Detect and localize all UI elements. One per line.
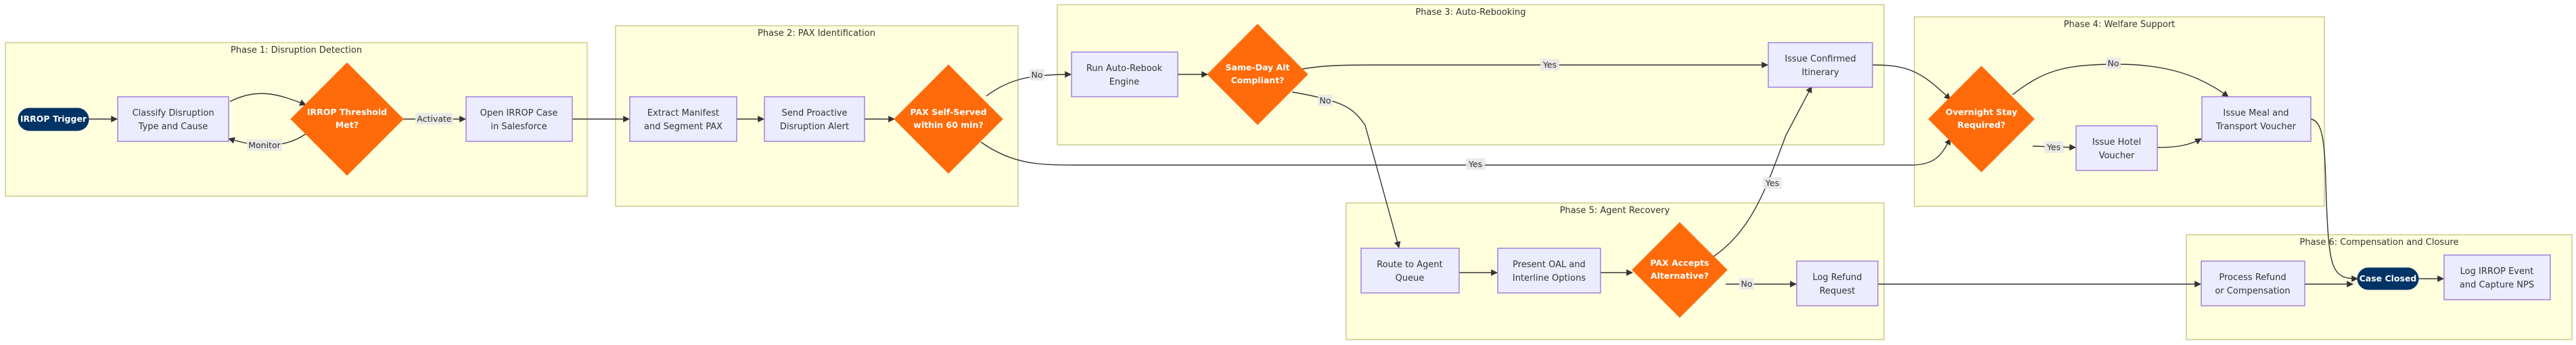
node-label-line-2: Type and Cause [138,122,208,132]
edge-label-text: Yes [2046,142,2061,152]
edge-label-text: Yes [1542,60,1557,70]
log-irrop-event-node: Log IRROP Event and Capture NPS [2443,254,2551,300]
node-label-line-1: Send Proactive [781,108,847,118]
edge-sameday-agentq [1291,91,1401,248]
edge-label-text: No [1320,95,1331,106]
edge-meal-closed [2310,118,2358,282]
node-label-line-1: Issue Meal and [2223,108,2288,118]
edge-sameday-itinerary [1302,62,1768,70]
extract-manifest-node: Extract Manifest and Segment PAX [629,96,737,142]
edge-selfserve-overnight [980,138,1951,166]
node-label-line-1: IRROP Threshold [307,107,387,117]
edge-label-no: No [1030,69,1044,80]
edge-label-text: No [2108,58,2119,68]
case-closed-node: Case Closed [2357,267,2419,290]
edge-label-yes: Yes [1466,158,1485,170]
edge-selfserve-autorebook [986,71,1072,97]
cluster-title: Phase 2: PAX Identification [758,28,875,39]
edge-label-yes: Yes [1763,177,1782,189]
edge-hotel-meal [2157,138,2202,148]
edge-classify-threshold [229,93,306,106]
edge-label-text: Monitor [248,140,281,150]
edge-label-no: No [1318,95,1333,106]
same-day-alt-decision: Same-Day Alt Compliant? [1207,24,1308,125]
node-label-line-2: Required? [1957,120,2005,130]
edge-label-no: No [1739,278,1754,290]
node-label-line-1: Process Refund [2219,273,2286,283]
node-label-line-2: and Capture NPS [2460,280,2534,290]
send-proactive-alert-node: Send Proactive Disruption Alert [764,96,865,142]
cluster-title: Phase 1: Disruption Detection [231,45,362,55]
edge-label-text: Yes [1468,159,1482,169]
edge-label-activate: Activate [415,113,453,124]
nodes-layer: IRROP Trigger Case Closed Classify Disru… [18,24,2551,318]
node-label-line-1: Log IRROP Event [2460,267,2534,277]
node-label-line-2: within 60 min? [913,120,983,130]
log-refund-request-node: Log Refund Request [1796,260,1879,306]
edge-label-text: Yes [1765,178,1779,188]
node-label-line-2: Transport Voucher [2215,122,2297,132]
node-label-line-1: Open IRROP Case [480,108,558,118]
present-oal-options-node: Present OAL and Interline Options [1497,248,1601,294]
cluster-title: Phase 6: Compensation and Closure [2300,237,2459,248]
node-label-line-1: Present OAL and [1513,260,1586,270]
node-label: IRROP Trigger [20,114,87,124]
node-label-line-2: Itinerary [1801,68,1839,78]
node-label-line-2: Interline Options [1513,273,1586,283]
edge-label-yes: Yes [1540,59,1559,70]
node-label-line-1: PAX Self-Served [910,107,986,117]
node-label-line-1: Classify Disruption [132,108,214,118]
node-label-line-1: Log Refund [1812,273,1862,283]
irrop-trigger-node: IRROP Trigger [18,108,89,131]
node-label-line-1: Issue Hotel [2092,137,2141,147]
node-label-line-2: Engine [1109,77,1140,87]
node-label-line-2: Met? [336,120,359,130]
node-label-line-2: Compliant? [1231,75,1285,85]
node-label-line-1: Extract Manifest [647,108,719,118]
node-label: Case Closed [2360,273,2417,283]
node-label-line-2: or Compensation [2215,286,2290,296]
node-label-line-2: in Salesforce [490,122,547,132]
open-irrop-case-node: Open IRROP Case in Salesforce [465,96,573,142]
run-auto-rebook-node: Run Auto-Rebook Engine [1071,51,1178,97]
node-label-line-1: Same-Day Alt [1226,62,1290,72]
node-label-line-1: PAX Accepts [1650,258,1709,268]
process-refund-node: Process Refund or Compensation [2201,260,2305,306]
irrop-threshold-decision: IRROP Threshold Met? [290,62,404,176]
node-label-line-1: Overnight Stay [1946,107,2017,117]
pax-self-served-decision: PAX Self-Served within 60 min? [894,64,1003,174]
node-label-line-2: Queue [1396,273,1425,283]
classify-disruption-node: Classify Disruption Type and Cause [117,96,229,142]
issue-meal-transport-node: Issue Meal and Transport Voucher [2201,96,2312,142]
node-label-line-1: Run Auto-Rebook [1086,64,1163,74]
issue-hotel-voucher-node: Issue Hotel Voucher [2075,125,2158,171]
node-label-line-2: Alternative? [1651,271,1709,281]
edge-label-text: Activate [417,114,452,124]
cluster-title: Phase 5: Agent Recovery [1560,206,1670,216]
overnight-stay-decision: Overnight Stay Required? [1928,66,2035,172]
node-label-line-1: Route to Agent [1377,260,1443,270]
edge-labels-layer: Monitor Activate No Yes Yes No No Yes [247,58,2121,290]
node-label-line-2: Disruption Alert [780,122,849,132]
cluster-title: Phase 4: Welfare Support [2064,20,2176,30]
pax-accepts-decision: PAX Accepts Alternative? [1632,222,1728,318]
cluster-title: Phase 3: Auto-Rebooking [1415,7,1525,18]
edge-label-text: No [1032,70,1043,80]
edge-label-text: No [1741,279,1753,289]
edge-label-monitor: Monitor [247,139,282,151]
node-label-line-2: Voucher [2099,151,2135,161]
node-label-line-1: Issue Confirmed [1785,54,1856,64]
node-label-line-2: and Segment PAX [644,122,722,132]
edge-label-no: No [2106,58,2121,69]
edge-accepts-itinerary [1712,86,1812,258]
route-to-agent-queue-node: Route to Agent Queue [1360,248,1460,294]
edge-itinerary-overnight [1872,64,1951,100]
edge-label-yes: Yes [2044,141,2063,153]
issue-confirmed-itinerary-node: Issue Confirmed Itinerary [1768,42,1873,88]
node-label-line-2: Request [1820,286,1856,296]
